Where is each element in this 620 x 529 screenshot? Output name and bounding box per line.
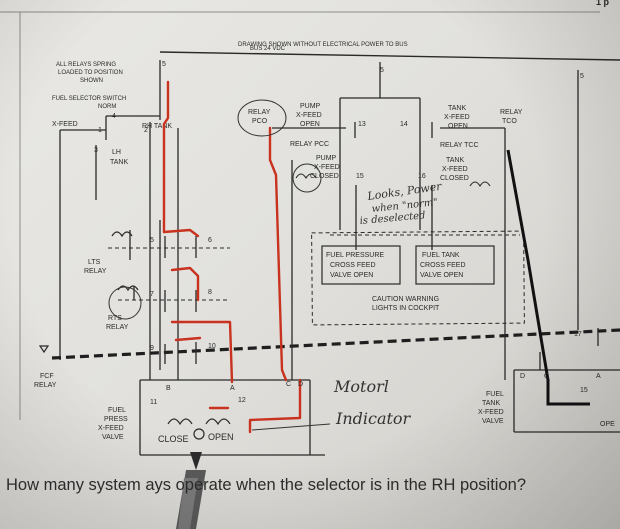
motor-pointer (251, 423, 331, 431)
terminal-6: 6 (208, 237, 212, 244)
fuel-tank-valve-1: FUEL (486, 391, 504, 398)
handwritten-motor-2: Indicator (335, 409, 412, 428)
header-note: DRAWING SHOWN WITHOUT ELECTRICAL POWER T… (238, 42, 408, 48)
pump-xfeed-closed-1: PUMP (316, 155, 337, 162)
terminal-10: 10 (208, 343, 216, 350)
terminal-15: 15 (356, 173, 364, 180)
lh-tank-label-1: LH (112, 149, 121, 156)
handwritten-motor-1: Motorl (333, 377, 389, 396)
tank-xfeed-closed-2: X-FEED (442, 166, 468, 173)
question-text: How many system ays operate when the sel… (6, 476, 526, 494)
relay-pcc-label: RELAY PCC (290, 141, 329, 148)
terminal-a: A (230, 385, 235, 392)
fuel-press-valve-1: FUEL (108, 407, 126, 414)
terminal-4: 4 (112, 113, 116, 120)
terminal-14: 14 (400, 121, 408, 128)
lts-relay-label-1: LTS (88, 259, 101, 266)
terminal-11: 11 (150, 399, 157, 406)
rts-relay-label-2: RELAY (106, 324, 129, 331)
fuel-press-valve-2: PRESS (104, 416, 128, 423)
close-label: CLOSE (158, 434, 189, 444)
terminal-c-right: C (544, 373, 549, 380)
terminal-5-right: 5 (580, 73, 584, 80)
fuel-tank-line-1: FUEL TANK (422, 252, 460, 259)
fuel-selector-label: FUEL SELECTOR SWITCH (52, 96, 126, 102)
relays-note-3: SHOWN (80, 78, 103, 84)
pump-xfeed-open-1: PUMP (300, 103, 321, 110)
bus-label: BUS 24 VDC (250, 46, 286, 52)
right-black-trace (506, 149, 590, 406)
tank-xfeed-closed-1: TANK (446, 157, 464, 164)
lh-tank-label-2: TANK (110, 159, 128, 166)
tank-xfeed-closed-3: CLOSED (440, 175, 469, 182)
pump-xfeed-closed-3: CLOSED (310, 173, 339, 180)
fuel-pressure-line-1: FUEL PRESSURE (326, 252, 384, 259)
norm-label: NORM (98, 104, 116, 110)
pen (176, 452, 206, 529)
caution-line-1: CAUTION WARNING (372, 296, 439, 303)
terminal-2: 2 (144, 127, 148, 134)
terminal-16: 16 (418, 173, 426, 180)
rh-tank-label: RH TANK (142, 123, 172, 130)
tank-xfeed-open-1: TANK (448, 105, 466, 112)
relay-tcc-label: RELAY TCC (440, 142, 479, 149)
tank-xfeed-open-2: X-FEED (444, 114, 470, 121)
fuel-tank-box (415, 245, 495, 285)
terminal-5-mid: 5 (380, 67, 384, 74)
fuel-tank-valve-4: VALVE (482, 418, 504, 425)
terminal-1: 1 (98, 127, 102, 134)
fuel-pressure-line-3: VALVE OPEN (330, 272, 373, 279)
xfeed-label: X-FEED (52, 121, 78, 128)
caution-line-2: LIGHTS IN COCKPIT (372, 305, 440, 312)
fuel-tank-line-2: CROSS FEED (420, 262, 466, 269)
terminal-5: 5 (150, 237, 154, 244)
corner-text: 1 p (596, 0, 610, 7)
relays-note-1: ALL RELAYS SPRING (56, 62, 116, 68)
terminal-12: 12 (238, 397, 246, 404)
terminal-d: D (298, 381, 303, 388)
pump-xfeed-open-2: X-FEED (296, 112, 322, 119)
bus-line (159, 51, 620, 61)
relays-note-2: LOADED TO POSITION (58, 70, 123, 76)
relay-tco-label-1: RELAY (500, 109, 523, 116)
fuel-press-valve-3: X-FEED (98, 425, 124, 432)
caution-outer-box (311, 230, 525, 326)
terminal-b: B (166, 385, 171, 392)
pump-xfeed-closed-2: X-FEED (314, 164, 340, 171)
terminal-3: 3 (94, 147, 98, 154)
terminal-5-top: 5 (162, 61, 166, 68)
fuel-tank-valve-3: X-FEED (478, 409, 504, 416)
terminal-7: 7 (150, 291, 154, 298)
lts-relay-label-2: RELAY (84, 268, 107, 275)
relay-pco-label-2: PCO (252, 118, 268, 125)
relay-pco-label-1: RELAY (248, 109, 271, 116)
terminal-9: 9 (150, 345, 154, 352)
relay-pco-circle (237, 99, 287, 137)
tank-xfeed-open-3: OPEN (448, 123, 468, 130)
relay-pcc-circle (292, 163, 322, 193)
fcf-relay-label-1: FCF (40, 373, 54, 380)
fuel-pressure-box (321, 245, 401, 285)
terminal-d-right: D (520, 373, 525, 380)
rts-relay-circle (108, 286, 142, 320)
fuel-pressure-line-2: CROSS FEED (330, 262, 376, 269)
handwritten-note-3: is deselected (359, 210, 426, 227)
fuel-press-valve-4: VALVE (102, 434, 124, 441)
terminal-17: 17 (574, 331, 582, 338)
pump-xfeed-open-3: OPEN (300, 121, 320, 128)
terminal-a-right: A (596, 373, 601, 380)
terminal-c: C (286, 381, 291, 388)
relay-tco-label-2: TCO (502, 118, 517, 125)
fcf-linkage (51, 328, 620, 360)
terminal-15-right: 15 (580, 387, 588, 394)
fuel-tank-line-3: VALVE OPEN (420, 272, 463, 279)
rts-relay-label-1: RTS (108, 315, 122, 322)
terminal-8: 8 (208, 289, 212, 296)
right-open-label: OPE (600, 421, 615, 428)
terminal-13: 13 (358, 121, 366, 128)
fcf-relay-label-2: RELAY (34, 382, 57, 389)
fuel-tank-valve-2: TANK (482, 400, 500, 407)
open-label: OPEN (208, 432, 234, 442)
